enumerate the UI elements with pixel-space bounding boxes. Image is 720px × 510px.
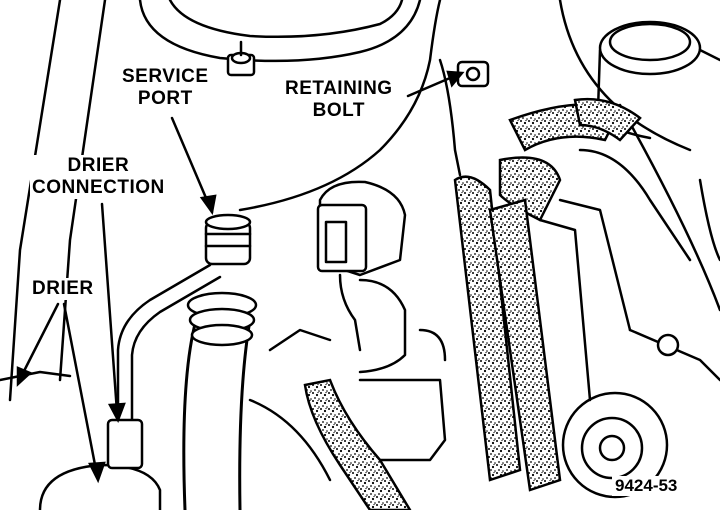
fender-line-inner bbox=[58, 0, 107, 382]
drier-label: DRIER bbox=[30, 278, 96, 300]
reservoir-cap bbox=[596, 20, 720, 140]
inner-panel-curve bbox=[238, 0, 442, 212]
expansion-valve bbox=[316, 180, 407, 277]
leader-drier-2 bbox=[62, 302, 98, 472]
ac-line bbox=[116, 263, 212, 442]
right-band bbox=[573, 97, 642, 142]
leader-retaining-bolt bbox=[406, 76, 452, 98]
bolt-right bbox=[656, 333, 680, 357]
heater-hose-1 bbox=[453, 175, 522, 482]
figure-number: 9424-53 bbox=[612, 476, 681, 496]
service-port-label: SERVICE PORT bbox=[120, 66, 211, 110]
leader-drier-connection bbox=[100, 202, 119, 414]
drier-connection-label: DRIER CONNECTION bbox=[30, 155, 167, 199]
retaining-bolt-part bbox=[456, 60, 490, 88]
retaining-bolt-label: RETAINING BOLT bbox=[283, 78, 395, 122]
suction-hose bbox=[182, 318, 198, 510]
hose-clamp bbox=[186, 291, 258, 347]
strut-bolt bbox=[226, 40, 256, 77]
leader-drier-1 bbox=[20, 302, 60, 377]
heater-hose-3 bbox=[488, 198, 562, 492]
lower-hose bbox=[303, 378, 412, 510]
drier-canister bbox=[38, 418, 162, 510]
strut-tower bbox=[138, 0, 422, 63]
fender-line-outer bbox=[8, 0, 62, 402]
service-port-fitting bbox=[204, 213, 252, 266]
pulley bbox=[561, 391, 669, 499]
